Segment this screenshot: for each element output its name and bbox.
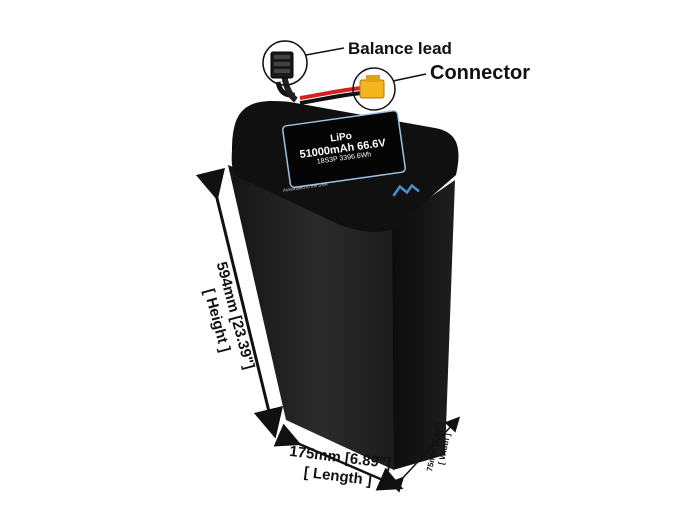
balance-plug-icon (270, 51, 294, 79)
wire-black (299, 91, 363, 105)
connector-callout-ring (352, 67, 396, 111)
connector-label: Connector (430, 62, 530, 84)
wire-red (299, 86, 363, 100)
balance-lead-label: Balance lead (348, 39, 452, 58)
height-arrow (195, 167, 284, 439)
width-arrow (388, 416, 461, 493)
balance-lead-callout-line (305, 47, 345, 56)
xt-connector-icon (359, 75, 385, 99)
balance-lead-callout-ring (262, 40, 308, 86)
maxamps-logo-icon (392, 183, 420, 197)
label-frame (282, 109, 406, 189)
length-arrow (273, 423, 404, 491)
battery-side-face (390, 180, 455, 470)
connector-callout-line (392, 73, 427, 82)
